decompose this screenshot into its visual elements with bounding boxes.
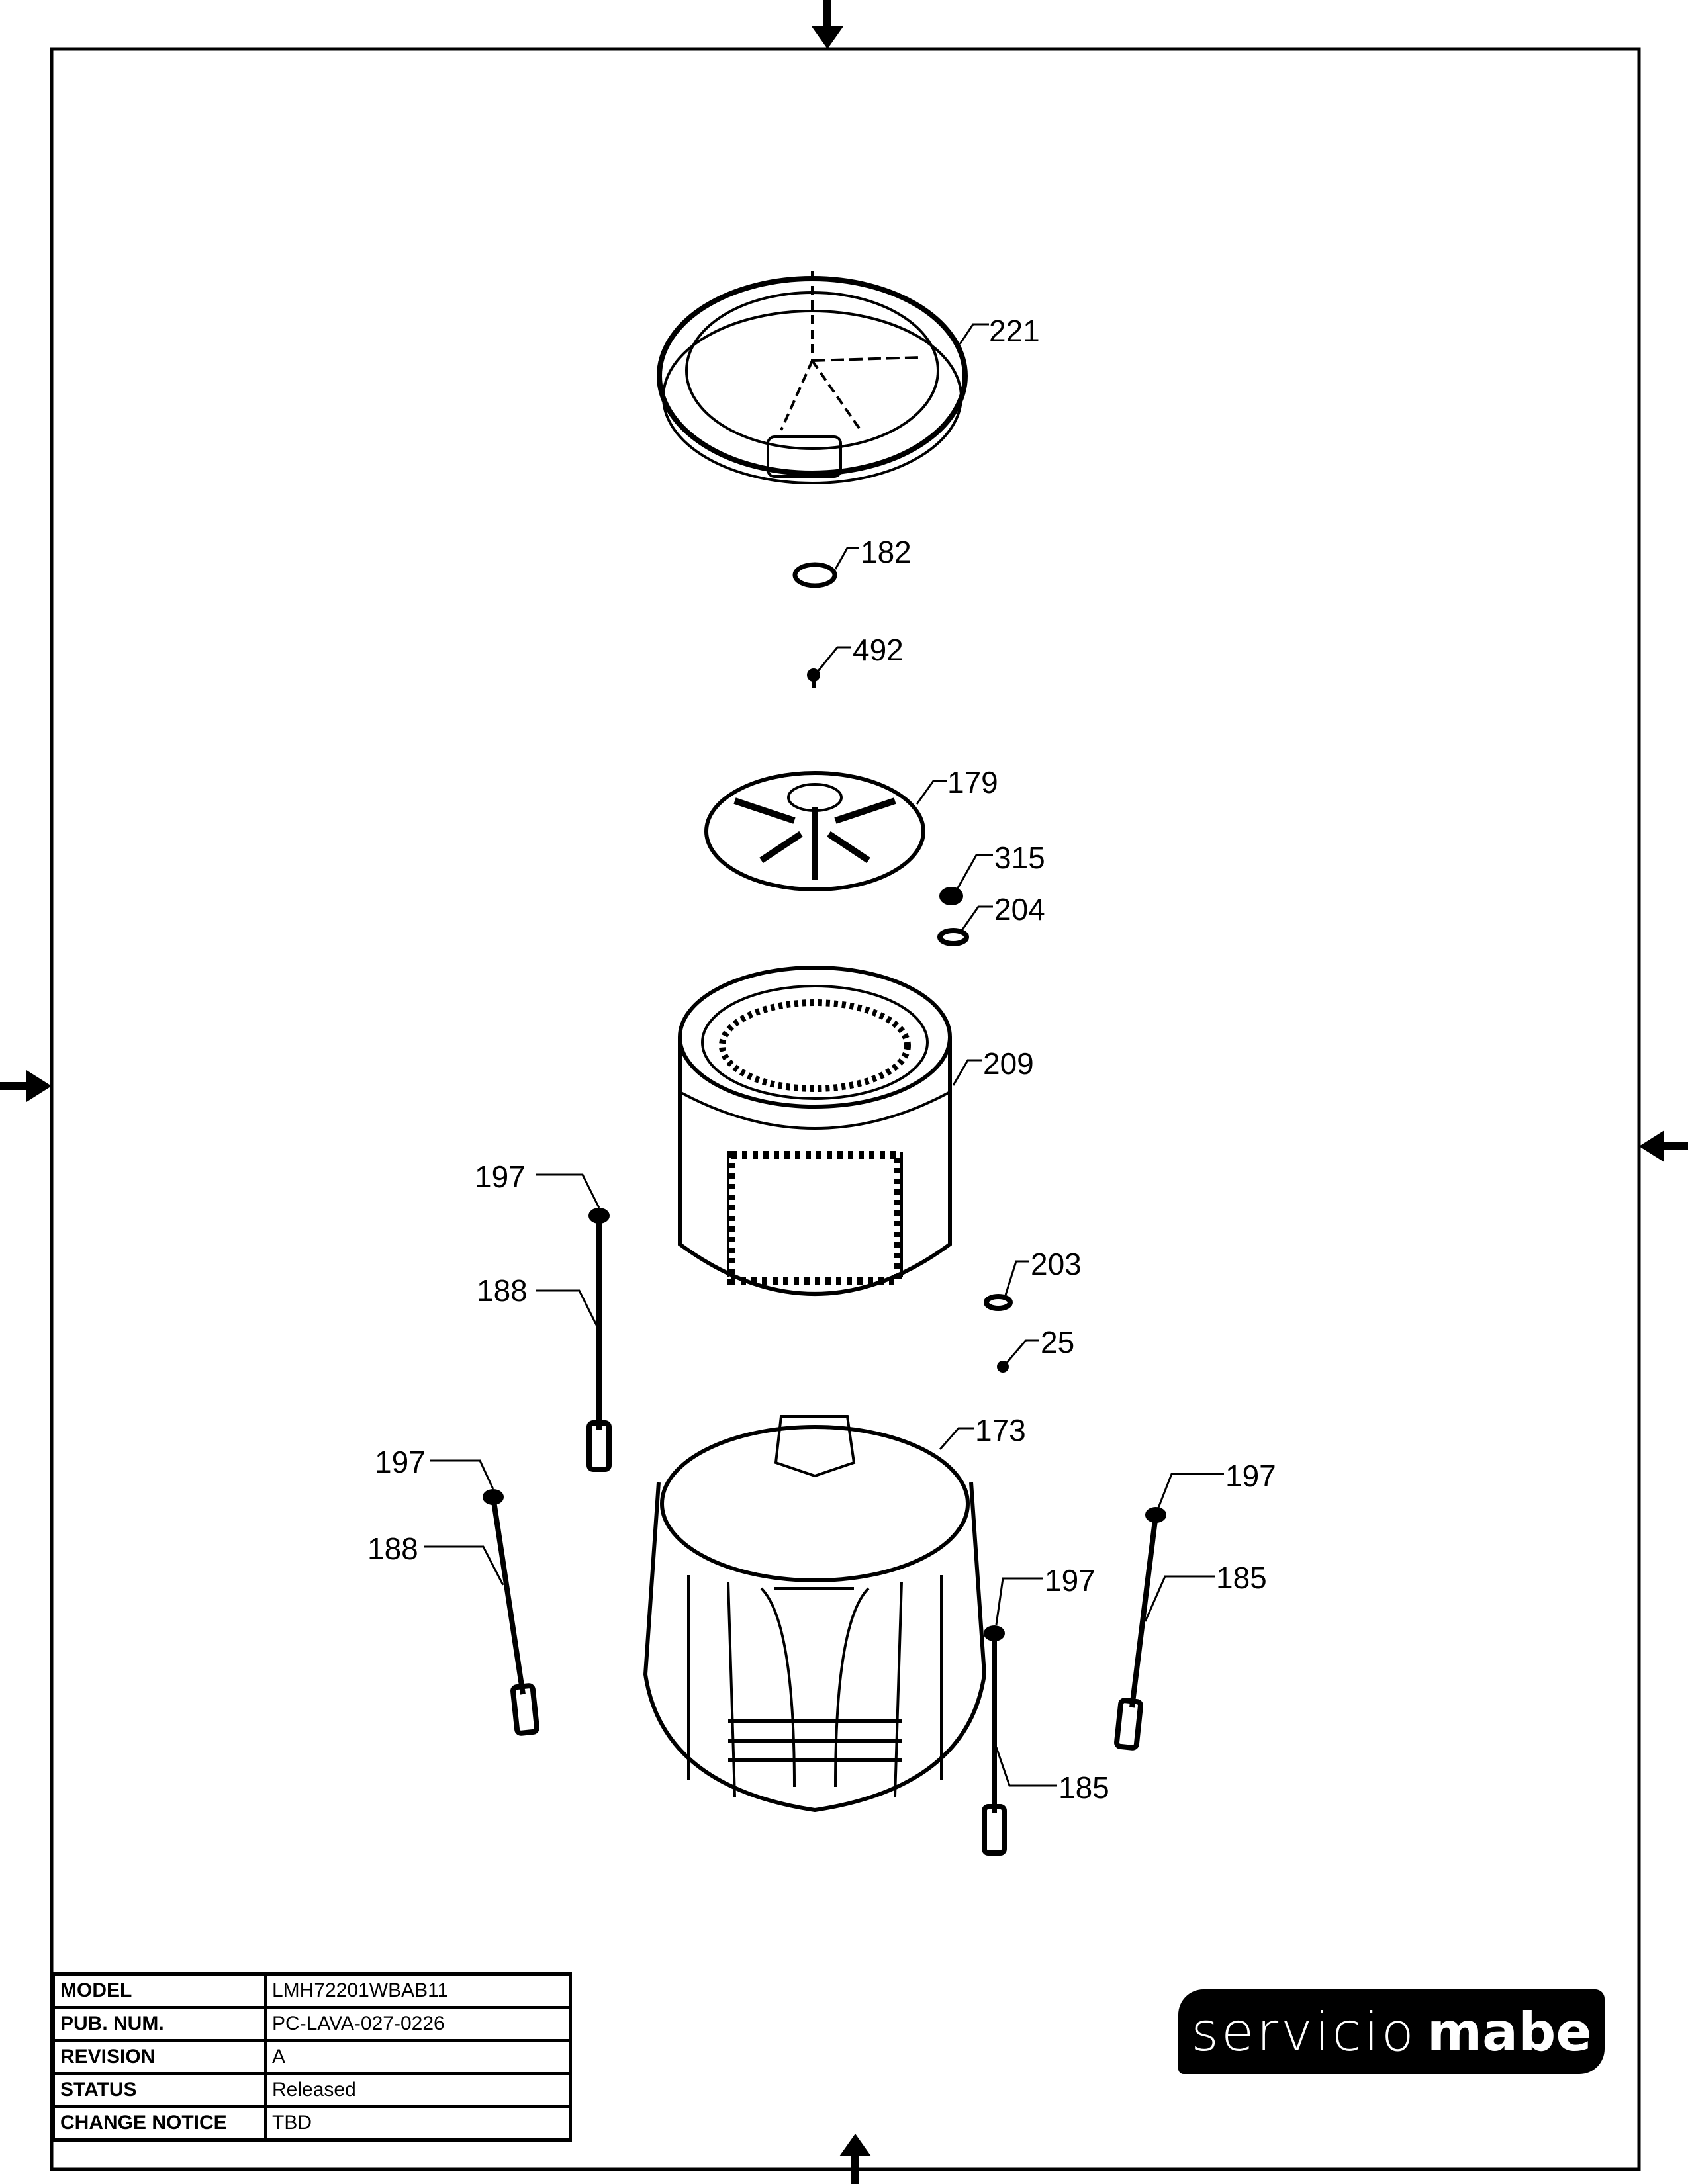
callout-197: 197	[375, 1445, 426, 1479]
part-188-suspension-rod-b[interactable]	[483, 1489, 539, 1736]
callout-203: 203	[1031, 1247, 1082, 1281]
part-25-screw[interactable]	[997, 1361, 1009, 1373]
part-188-suspension-rod-a[interactable]	[586, 1208, 612, 1472]
part-204[interactable]	[937, 928, 969, 946]
callout-25: 25	[1041, 1325, 1074, 1359]
arrow-left-icon	[0, 1070, 52, 1102]
callout-209: 209	[983, 1046, 1034, 1081]
part-185-suspension-rod-a[interactable]	[1114, 1507, 1166, 1751]
callout-188: 188	[367, 1531, 418, 1566]
callout-182: 182	[861, 535, 912, 569]
revision-value: A	[264, 2039, 572, 2075]
part-182[interactable]	[792, 562, 837, 588]
callout-315: 315	[994, 841, 1045, 875]
status-label: STATUS	[52, 2072, 267, 2108]
arrow-bottom-icon	[839, 2134, 871, 2184]
part-203[interactable]	[984, 1294, 1013, 1311]
callout-188: 188	[477, 1273, 528, 1308]
pub-num-value: PC-LAVA-027-0226	[264, 2006, 572, 2042]
callout-185: 185	[1058, 1770, 1109, 1805]
arrow-top-icon	[812, 0, 843, 49]
logo-text-mabe: mabe	[1427, 2001, 1592, 2063]
change-notice-label: CHANGE NOTICE	[52, 2105, 267, 2142]
servicio-mabe-logo: servicio mabe	[1178, 1989, 1605, 2074]
callout-204: 204	[994, 892, 1045, 927]
change-notice-value: TBD	[264, 2105, 572, 2142]
model-value: LMH72201WBAB11	[264, 1972, 572, 2009]
callout-173: 173	[975, 1413, 1026, 1447]
drawing-border	[50, 47, 1641, 2171]
callout-197: 197	[1225, 1459, 1276, 1493]
arrow-right-icon	[1639, 1130, 1688, 1162]
callout-197: 197	[475, 1160, 526, 1194]
status-value: Released	[264, 2072, 572, 2108]
callout-492: 492	[853, 633, 904, 667]
part-221-tub-ring[interactable]	[657, 271, 968, 484]
revision-label: REVISION	[52, 2039, 267, 2075]
part-179-impeller[interactable]	[704, 771, 925, 891]
part-209-basket[interactable]	[678, 966, 952, 1296]
pub-num-label: PUB. NUM.	[52, 2006, 267, 2042]
model-label: MODEL	[52, 1972, 267, 2009]
leader-lines	[424, 323, 1224, 1787]
callout-197: 197	[1045, 1563, 1096, 1598]
callout-179: 179	[947, 765, 998, 799]
title-block-row: PUB. NUM.PC-LAVA-027-0226	[52, 2006, 572, 2042]
part-173-outer-tub[interactable]	[643, 1415, 987, 1813]
part-492-screw[interactable]	[807, 668, 820, 688]
callout-185: 185	[1216, 1561, 1267, 1595]
part-185-suspension-rod-b[interactable]	[982, 1625, 1007, 1856]
logo-text-servicio: servicio	[1191, 2001, 1417, 2063]
part-315[interactable]	[939, 887, 963, 905]
callout-221: 221	[989, 314, 1040, 348]
